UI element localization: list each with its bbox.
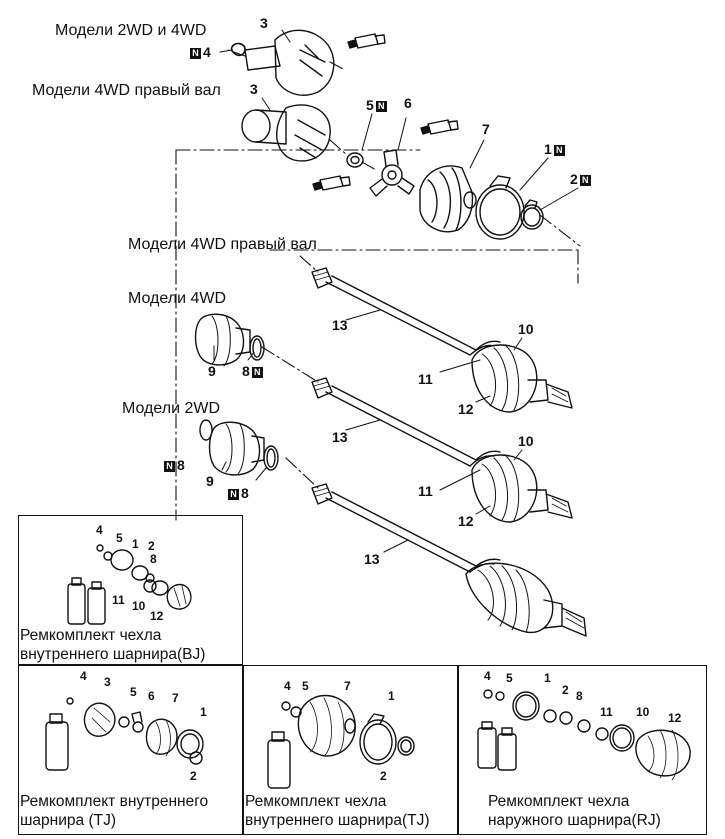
kit-tj-boot-caption: Ремкомплект чехла внутреннего шарнира(TJ… [245,792,430,831]
callout-12b: 12 [458,513,474,529]
callout-3b: 3 [250,81,258,97]
bj-num-5: 5 [116,531,123,545]
joint-housing-4wd-right [241,104,331,162]
callout-13a: 13 [332,317,348,333]
new-part-icon: N [553,144,565,156]
tjb-num-5: 5 [302,679,309,693]
header-models-2wd: Модели 2WD [122,400,221,417]
bj-num-2: 2 [148,539,155,553]
kit-tj-joint-caption-line1: Ремкомплект внутреннего [20,793,209,810]
kit-rj-caption: Ремкомплект чехла наружного шарнира(RJ) [488,792,661,831]
driveshaft-bottom [311,483,587,637]
kit-rj-frame [458,665,707,835]
callout-7: 7 [482,121,490,137]
tjb-num-2: 2 [380,769,387,783]
callout-13c: 13 [364,551,380,567]
driveshaft-middle [311,377,573,523]
kit-tj-boot-caption-line1: Ремкомплект чехла [245,793,387,810]
bj-num-4: 4 [96,523,103,537]
inner-boot-2wd [199,419,279,476]
tjb-num-1: 1 [388,689,395,703]
new-part-icon: N [251,366,263,378]
new-part-icon: N [164,460,175,472]
tripod-6 [369,149,415,197]
bj-num-1: 1 [132,537,139,551]
bj-num-12: 12 [150,609,164,623]
kit-tj-boot-parts [267,695,415,789]
rj-num-11: 11 [600,705,613,719]
kit-rj-caption-line2: наружного шарнира(RJ) [488,812,661,830]
kit-tj-boot-frame [243,665,458,835]
callout-13b: 13 [332,429,348,445]
tjj-num-2: 2 [190,769,197,783]
callout-11b: 11 [418,483,433,499]
snap-ring-5 [346,152,364,168]
tjj-num-5: 5 [130,685,137,699]
header-models-2wd-4wd: Модели 2WD и 4WD [55,22,207,39]
kit-bj-frame [18,515,243,665]
boot-7 [419,165,477,233]
header-models-4wd-right-mid: Модели 4WD правый вал [128,236,317,253]
grease-tube-bottom [312,175,351,191]
rj-num-2: 2 [562,683,569,697]
tjj-num-6: 6 [148,689,155,703]
new-part-icon: N [228,488,239,500]
callout-9b: 9 [206,473,214,489]
header-models-4wd: Модели 4WD [128,290,227,307]
kit-tj-joint-parts [45,697,204,771]
driveshaft-4wd-right [311,267,573,413]
rj-num-12: 12 [668,711,682,725]
kit-tj-joint-frame [18,665,243,835]
callout-3a: 3 [260,15,268,31]
callout-12a: 12 [458,401,474,417]
kit-rj-caption-line1: Ремкомплект чехла [488,793,630,810]
tjj-num-3: 3 [104,675,111,689]
kit-bj-caption-line1: Ремкомплект чехла [20,627,162,644]
tjj-num-1: 1 [200,705,207,719]
bj-num-10: 10 [132,599,146,613]
tjb-num-4: 4 [284,679,291,693]
bj-num-8: 8 [150,552,157,566]
grease-tube-mid [420,119,459,135]
rj-num-10: 10 [636,705,650,719]
callout-10b: 10 [518,433,534,449]
kit-bj-caption-line2: внутреннего шарнира(BJ) [20,646,206,664]
tjj-num-7: 7 [172,691,179,705]
rj-num-1: 1 [544,671,551,685]
grease-tube-top [347,33,386,49]
rj-num-8: 8 [576,689,583,703]
inner-boot-4wd [194,313,265,367]
kit-tj-joint-caption-line2: шарнира (TJ) [20,812,116,830]
callout-6: 6 [404,95,412,111]
kit-rj-parts [477,689,691,781]
new-part-icon: N [375,100,387,112]
kit-bj-caption: Ремкомплект чехла внутреннего шарнира(BJ… [20,626,205,665]
kit-tj-boot-caption-line2: внутреннего шарнира(TJ) [245,812,430,830]
new-part-icon: N [579,174,591,186]
callout-10a: 10 [518,321,534,337]
joint-housing-2wd-4wd [230,29,335,96]
kit-tj-joint-caption: Ремкомплект внутреннего шарнира (TJ) [20,792,208,831]
kit-bj-parts [67,544,192,625]
new-part-icon: N [190,47,201,59]
boot-band-1 [475,175,525,240]
rj-num-4: 4 [484,669,491,683]
bj-num-11: 11 [112,593,125,607]
boot-band-2 [520,199,544,230]
tjb-num-7: 7 [344,679,351,693]
header-models-4wd-right-top: Модели 4WD правый вал [32,82,221,99]
tjj-num-4: 4 [80,669,87,683]
callout-11a: 11 [418,371,433,387]
callout-9a: 9 [208,363,216,379]
rj-num-5: 5 [506,671,513,685]
